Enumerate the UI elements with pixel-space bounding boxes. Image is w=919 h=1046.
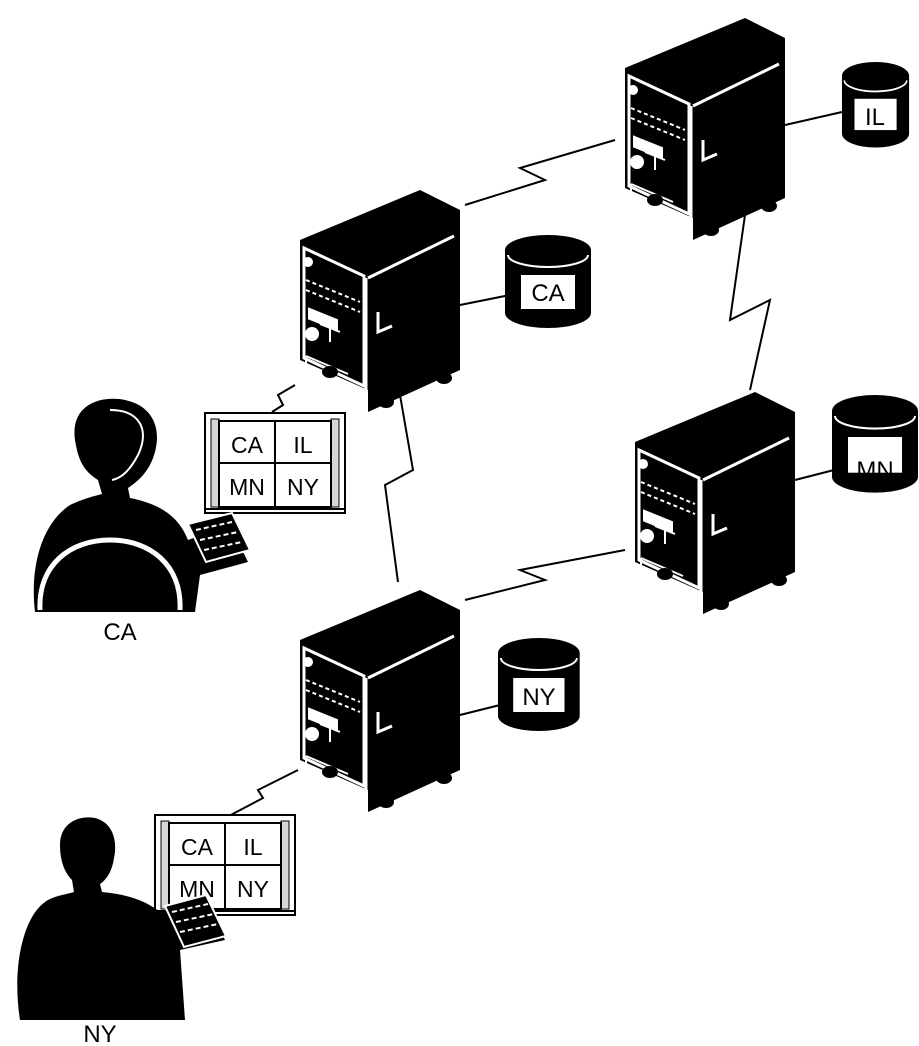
grid-ca-user-cell-3: MN: [229, 474, 265, 500]
grid-ny-user-cell-4: NY: [237, 876, 269, 902]
link-ny-db: [460, 705, 500, 715]
grid-ca-user-cell-1: CA: [231, 432, 264, 458]
connection-ny-mn: [465, 550, 625, 600]
database-il-label: IL: [865, 104, 885, 131]
link-il-db: [785, 112, 842, 125]
server-il: [625, 18, 785, 240]
grid-ca-user-cell-4: NY: [287, 474, 319, 500]
link-mn-db: [795, 470, 834, 480]
connection-il-mn: [730, 215, 770, 390]
database-mn: MN: [832, 395, 918, 493]
database-ny-label: NY: [522, 684, 555, 711]
grid-ca-user-cell-2: IL: [293, 432, 312, 458]
connection-user-ca: [272, 385, 295, 412]
grid-ny-user: CA IL MN NY: [155, 815, 295, 915]
grid-ny-user-cell-2: IL: [243, 834, 262, 860]
database-ca-label: CA: [531, 280, 564, 307]
database-ca: CA: [505, 235, 591, 328]
database-il: IL: [842, 62, 909, 148]
grid-ca-user: CA IL MN NY: [205, 413, 345, 513]
user-ca-label: CA: [103, 619, 136, 646]
link-ca-db: [460, 295, 510, 305]
database-mn-label: MN: [856, 457, 893, 484]
server-ca: [300, 190, 460, 412]
user-ny-label: NY: [83, 1021, 116, 1046]
connection-ca-il: [465, 140, 615, 205]
server-mn: [635, 392, 795, 614]
grid-ny-user-cell-1: CA: [181, 834, 214, 860]
connection-ca-ny: [385, 395, 413, 582]
server-ny: [300, 590, 460, 812]
connection-user-ny: [225, 770, 298, 818]
database-ny: NY: [498, 638, 580, 731]
